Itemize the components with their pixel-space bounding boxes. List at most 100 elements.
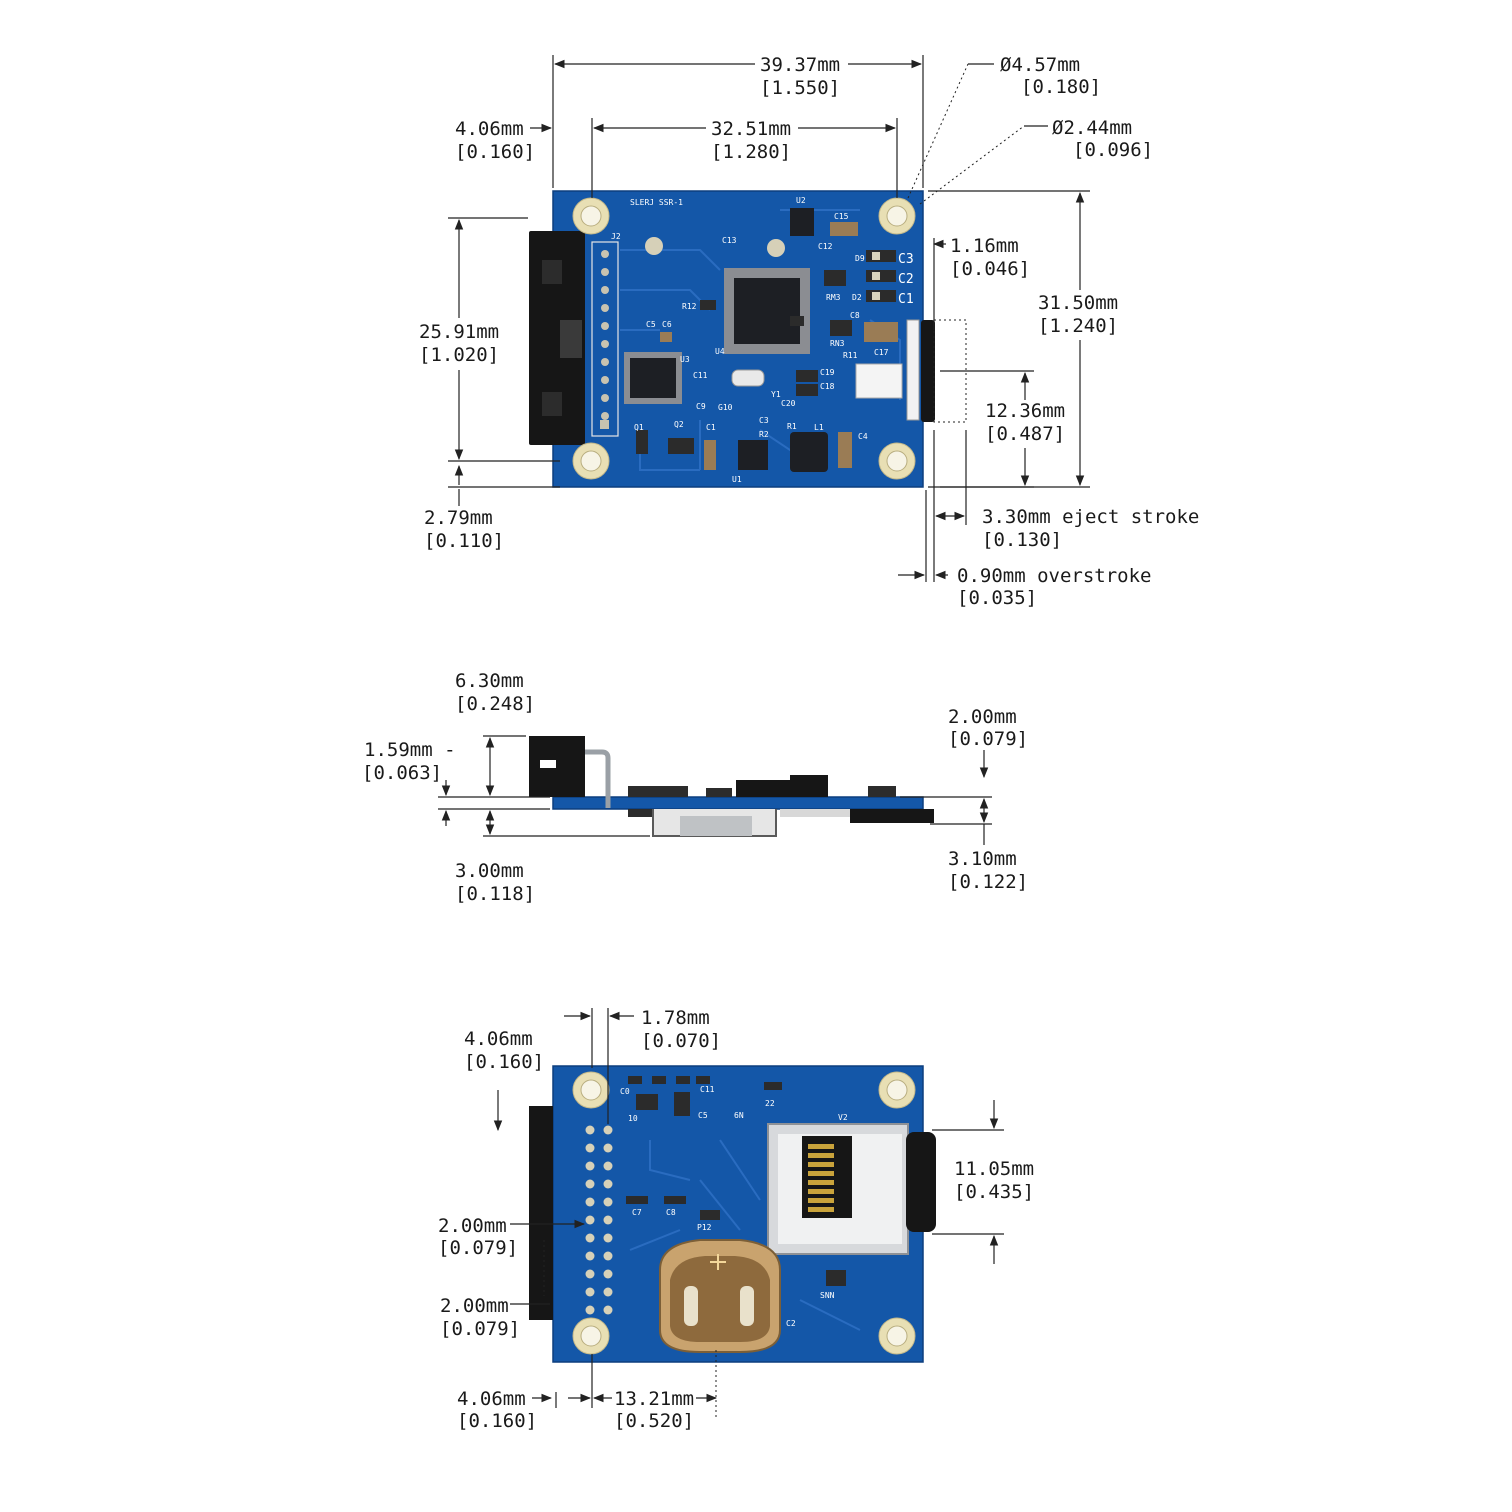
svg-text:[0.130]: [0.130]: [982, 529, 1062, 551]
top-dim-card-protrusion: 1.16mm [0.046]: [950, 235, 1030, 280]
svg-text:[0.079]: [0.079]: [948, 728, 1028, 750]
bottom-dim-hole-offset-top: 4.06mm [0.160]: [464, 1028, 544, 1073]
bottom-silk-labels: C0 C11 C5 10 6N 22 V2 C7 C8 P12 SNN C2: [620, 1085, 848, 1328]
svg-text:C5: C5: [646, 320, 656, 329]
top-dim-overall-width: 39.37mm [1.550]: [760, 54, 840, 99]
svg-text:C20: C20: [781, 399, 796, 408]
svg-text:[0.096]: [0.096]: [1073, 139, 1153, 161]
side-dim-bottom-component: 3.10mm [0.122]: [948, 848, 1028, 893]
svg-text:RN3: RN3: [830, 339, 845, 348]
svg-text:R11: R11: [843, 351, 858, 360]
svg-text:V2: V2: [838, 1113, 848, 1122]
svg-text:Q1: Q1: [634, 423, 644, 432]
bottom-connector: [529, 1106, 553, 1320]
svg-text:C3: C3: [898, 252, 914, 267]
bottom-header-pins: [585, 1125, 613, 1315]
bottom-dim-pin1-offset: 1.78mm [0.070]: [641, 1007, 721, 1052]
svg-text:[0.487]: [0.487]: [985, 423, 1065, 445]
svg-text:4.06mm: 4.06mm: [455, 118, 524, 140]
svg-text:6N: 6N: [734, 1111, 744, 1120]
svg-text:U1: U1: [732, 475, 742, 484]
svg-text:1.16mm: 1.16mm: [950, 235, 1019, 257]
svg-text:C8: C8: [666, 1208, 676, 1217]
top-view: SLERJ SSR-1 U2 C15 C13 C12 D9 J2 C3 C2 C…: [419, 54, 1199, 609]
svg-text:C9: C9: [696, 402, 706, 411]
svg-text:[1.550]: [1.550]: [760, 77, 840, 99]
svg-text:C6: C6: [662, 320, 672, 329]
svg-text:[0.046]: [0.046]: [950, 258, 1030, 280]
svg-text:[1.020]: [1.020]: [419, 344, 499, 366]
svg-text:[0.070]: [0.070]: [641, 1030, 721, 1052]
svg-text:1.59mm -: 1.59mm -: [364, 739, 456, 761]
top-dim-outer-hole: Ø4.57mm [0.180]: [1000, 54, 1101, 98]
svg-text:2.79mm: 2.79mm: [424, 507, 493, 529]
top-dim-connector-offset: 2.79mm [0.110]: [424, 507, 504, 552]
svg-text:[0.035]: [0.035]: [957, 587, 1037, 609]
svg-text:R2: R2: [759, 430, 769, 439]
side-dim-connector-height: 6.30mm [0.248]: [455, 670, 535, 715]
svg-text:[0.160]: [0.160]: [455, 141, 535, 163]
top-dim-hole-offset: 4.06mm [0.160]: [455, 118, 535, 163]
bottom-view: C0 C11 C5 10 6N 22 V2 C7 C8 P12 SNN C2: [438, 1007, 1034, 1432]
svg-text:R12: R12: [682, 302, 697, 311]
svg-text:[1.280]: [1.280]: [711, 141, 791, 163]
svg-text:[0.160]: [0.160]: [457, 1410, 537, 1432]
top-dim-hole-spacing: 32.51mm [1.280]: [711, 118, 791, 163]
svg-text:[0.063]: [0.063]: [362, 762, 442, 784]
svg-text:25.91mm: 25.91mm: [419, 321, 499, 343]
svg-text:D2: D2: [852, 293, 862, 302]
svg-text:Q2: Q2: [674, 420, 684, 429]
svg-text:C8: C8: [850, 311, 860, 320]
side-view: 6.30mm [0.248] 1.59mm - [0.063] 3.00mm […: [362, 670, 1028, 905]
svg-text:[0.079]: [0.079]: [440, 1318, 520, 1340]
svg-text:13.21mm: 13.21mm: [614, 1388, 694, 1410]
svg-text:[0.079]: [0.079]: [438, 1237, 518, 1259]
svg-text:12.36mm: 12.36mm: [985, 400, 1065, 422]
bottom-mounting-holes: [572, 1071, 916, 1355]
svg-text:3.30mm eject stroke: 3.30mm eject stroke: [982, 506, 1199, 528]
svg-text:RM3: RM3: [826, 293, 841, 302]
top-dim-inner-hole: Ø2.44mm [0.096]: [1052, 117, 1153, 161]
svg-text:C18: C18: [820, 382, 835, 391]
top-connector-j2: [529, 231, 585, 445]
top-dim-eject-stroke: 3.30mm eject stroke [0.130]: [982, 506, 1199, 551]
svg-text:C11: C11: [693, 371, 708, 380]
svg-text:[0.435]: [0.435]: [954, 1181, 1034, 1203]
bottom-dim-pin-pitch-a: 2.00mm [0.079]: [438, 1215, 518, 1259]
bottom-dim-hole-offset-bottom: 4.06mm [0.160]: [457, 1388, 537, 1432]
top-dim-connector-height: 25.91mm [1.020]: [419, 321, 499, 366]
bottom-dim-battery-center: 13.21mm [0.520]: [614, 1388, 694, 1432]
svg-text:C5: C5: [698, 1111, 708, 1120]
svg-text:D9: D9: [855, 254, 865, 263]
svg-text:3.10mm: 3.10mm: [948, 848, 1017, 870]
top-dim-overall-height: 31.50mm [1.240]: [1038, 292, 1118, 337]
svg-text:2.00mm: 2.00mm: [948, 706, 1017, 728]
svg-text:C1: C1: [706, 423, 716, 432]
top-sd-slot: [906, 319, 920, 421]
svg-text:C1: C1: [898, 292, 914, 307]
svg-text:C12: C12: [818, 242, 833, 251]
svg-text:3.00mm: 3.00mm: [455, 860, 524, 882]
svg-text:[0.122]: [0.122]: [948, 871, 1028, 893]
top-mounting-holes: [572, 197, 916, 480]
svg-text:C17: C17: [874, 348, 889, 357]
svg-text:L1: L1: [814, 423, 824, 432]
svg-text:6.30mm: 6.30mm: [455, 670, 524, 692]
svg-text:[0.180]: [0.180]: [1021, 76, 1101, 98]
svg-text:Ø2.44mm: Ø2.44mm: [1052, 117, 1132, 139]
top-silk-labels: U2 C15 C13 C12 D9 J2 C3 C2 C1 RM3 D2 R12…: [611, 196, 914, 484]
svg-text:22: 22: [765, 1099, 775, 1108]
side-dim-board-thickness: 1.59mm - [0.063]: [362, 739, 456, 784]
top-header-pins: [600, 250, 609, 429]
svg-text:4.06mm: 4.06mm: [457, 1388, 526, 1410]
svg-text:2.00mm: 2.00mm: [438, 1215, 507, 1237]
svg-text:C15: C15: [834, 212, 849, 221]
svg-text:1.78mm: 1.78mm: [641, 1007, 710, 1029]
svg-text:C19: C19: [820, 368, 835, 377]
svg-text:11.05mm: 11.05mm: [954, 1158, 1034, 1180]
svg-text:2.00mm: 2.00mm: [440, 1295, 509, 1317]
svg-text:R1: R1: [787, 422, 797, 431]
bottom-dim-card-slot: 11.05mm [0.435]: [954, 1158, 1034, 1203]
top-silk-title: SLERJ SSR-1: [630, 198, 683, 207]
